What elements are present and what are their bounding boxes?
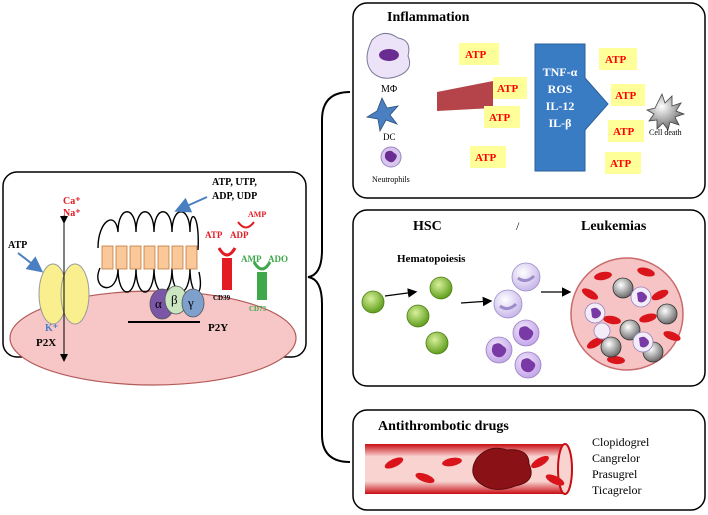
g-gamma [181, 288, 205, 318]
p2y-label: P2Y [208, 322, 228, 334]
atp-tag-7: ATP [613, 126, 634, 138]
atp-tag-2: ATP [497, 83, 518, 95]
gamma-label: γ [187, 295, 194, 310]
cd39-atp: ATP [205, 230, 223, 240]
inflammation-panel: Inflammation MΦ DC Neutrophils ATP [352, 2, 706, 199]
mature-cells [485, 319, 542, 379]
ion-ca: Ca⁺ [63, 196, 81, 207]
cd73-ado: ADO [268, 254, 288, 264]
hematopoiesis-label: Hematopoiesis [397, 253, 466, 265]
blood-vessel [365, 443, 573, 495]
drug-ticagrelor: Ticagrelor [592, 483, 642, 497]
receptor-panel: ATP Ca⁺ Na⁺ K⁺ P2X α β γ P2 [2, 171, 307, 386]
stem-cells [361, 276, 453, 355]
atp-tag-4: ATP [475, 152, 496, 164]
label-dc: DC [383, 132, 396, 142]
cd73-label: CD73 [249, 305, 267, 313]
beta-label: β [171, 292, 178, 307]
ion-na: Na⁺ [63, 208, 81, 219]
macrophage [366, 33, 411, 79]
dead-cell [645, 92, 686, 131]
ligand-arrow [174, 196, 208, 213]
cd39-amp: AMP [248, 210, 266, 219]
mediator-ros: ROS [548, 82, 573, 96]
p2x-label: P2X [36, 337, 56, 349]
hsc-panel: HSC / Leukemias Hematopoiesis [352, 209, 706, 387]
atp-tag-1: ATP [465, 49, 486, 61]
atp-tags [459, 43, 645, 174]
inflammation-title: Inflammation [387, 10, 470, 25]
ligands-line1: ATP, UTP, [212, 177, 257, 188]
blood-smear [570, 257, 684, 371]
p2y-receptor: α β γ [97, 211, 205, 323]
drug-prasugrel: Prasugrel [592, 467, 638, 481]
curly-brace [307, 91, 351, 463]
hsc-title: HSC [413, 219, 442, 234]
mediator-ilb: IL-β [549, 116, 572, 130]
p2x-channel [38, 216, 90, 362]
label-neutrophils: Neutrophils [372, 175, 410, 184]
atp-tag-5: ATP [605, 54, 626, 66]
ligands-line2: ADP, UDP [212, 191, 257, 202]
progenitor-cells [493, 262, 541, 319]
cd39-label: CD39 [213, 294, 231, 302]
atp-tag-3: ATP [489, 112, 510, 124]
drug-clopidogrel: Clopidogrel [592, 435, 650, 449]
atp-label: ATP [8, 240, 27, 251]
mediator-il12: IL-12 [546, 99, 575, 113]
mediator-arrow-box [534, 43, 609, 172]
label-cell-death: Cell death [649, 128, 682, 137]
gradient-wedge [437, 81, 493, 111]
neutrophil [380, 146, 402, 168]
antithrombotic-panel: Antithrombotic drugs Clopidogrel Cangrel… [352, 409, 706, 511]
atp-tag-6: ATP [615, 90, 636, 102]
mediator-tnf: TNF-α [543, 65, 578, 79]
drug-cangrelor: Cangrelor [592, 451, 640, 465]
cd73-amp: AMP [241, 254, 262, 264]
antithrombotic-title: Antithrombotic drugs [378, 419, 509, 434]
atp-arrow [17, 252, 44, 273]
cd39-enzyme [217, 221, 255, 290]
label-mphi: MΦ [381, 84, 397, 95]
leukemias-title: Leukemias [581, 219, 647, 234]
ion-k: K⁺ [45, 323, 58, 334]
cd39-adp: ADP [230, 230, 249, 240]
atp-tag-8: ATP [610, 158, 631, 170]
alpha-label: α [155, 296, 162, 311]
cd73-enzyme [252, 261, 272, 300]
hsc-slash: / [516, 219, 520, 233]
dendritic-cell [365, 97, 400, 133]
